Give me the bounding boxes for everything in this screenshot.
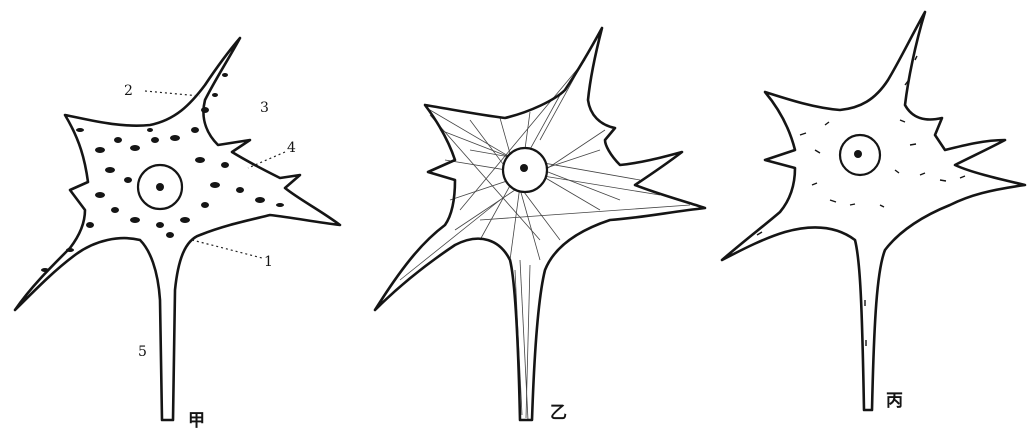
neuron-jia: 1 2 3 4 5 甲 — [15, 38, 340, 431]
panel-label-yi: 乙 — [550, 403, 567, 423]
neuron-yi: 乙 — [375, 28, 705, 423]
neuron-jia-body — [15, 38, 340, 420]
neuron-bing: 丙 — [722, 12, 1025, 411]
callout-3: 3 — [260, 100, 269, 116]
leader-1 — [192, 240, 262, 258]
neuron-bing-nucleolus — [854, 150, 862, 158]
callout-5: 5 — [138, 344, 147, 360]
panel-label-jia: 甲 — [188, 411, 205, 431]
leader-2 — [145, 91, 200, 96]
neuron-jia-nucleolus — [156, 183, 164, 191]
callout-2: 2 — [124, 83, 133, 99]
neuron-bing-body — [722, 12, 1025, 410]
neuron-yi-body — [375, 28, 705, 420]
panel-label-bing: 丙 — [886, 391, 903, 411]
callout-4: 4 — [287, 140, 296, 156]
neuron-yi-nucleolus — [520, 164, 528, 172]
callout-1: 1 — [264, 254, 273, 270]
